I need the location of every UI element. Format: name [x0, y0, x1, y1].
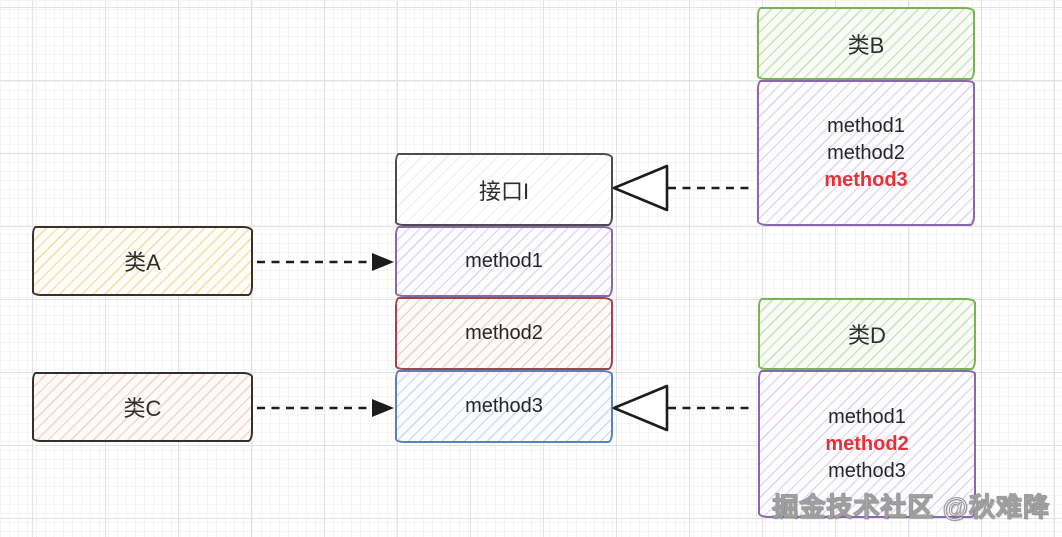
class-b-method1: method1	[827, 114, 905, 137]
class-a-box: 类A	[32, 226, 253, 296]
hollow-triangle-icon	[612, 164, 669, 212]
interface-title: 接口I	[478, 178, 530, 204]
class-d-box: 类D	[758, 298, 976, 370]
hollow-triangle-icon	[612, 384, 669, 432]
class-c-label: 类C	[123, 396, 162, 421]
class-d-methods-box: method1 method2 method3	[758, 370, 976, 518]
class-d-method1: method1	[828, 405, 906, 428]
interface-method1-label: method1	[465, 250, 543, 272]
interface-method2-label: method2	[465, 322, 543, 344]
realization-arrow-class-b-to-interface	[612, 164, 755, 212]
class-b-method3-highlighted: method3	[824, 168, 908, 191]
interface-method2-box: method2	[395, 297, 613, 370]
class-d-method2-highlighted: method2	[825, 432, 909, 455]
class-b-methods-box: method1 method2 method3	[757, 80, 975, 226]
watermark: 掘金技术社区 @秋难降	[772, 491, 1050, 522]
interface-method3-label: method3	[465, 395, 543, 417]
arrow-class-c-to-method3	[257, 399, 394, 417]
class-d-label: 类D	[848, 323, 886, 348]
interface-box: 接口I	[395, 153, 613, 226]
class-c-box: 类C	[32, 372, 253, 442]
interface-method3-box: method3	[395, 370, 613, 443]
class-d-method3: method3	[828, 459, 906, 482]
class-b-box: 类B	[757, 7, 975, 80]
arrow-class-a-to-method1	[257, 253, 394, 271]
realization-arrow-class-d-to-method3	[612, 384, 755, 432]
class-a-label: 类A	[124, 250, 161, 275]
class-b-label: 类B	[847, 32, 885, 58]
interface-method1-box: method1	[395, 226, 613, 297]
filled-arrowhead-icon	[372, 399, 394, 417]
class-b-method2: method2	[827, 141, 905, 164]
filled-arrowhead-icon	[372, 253, 394, 271]
